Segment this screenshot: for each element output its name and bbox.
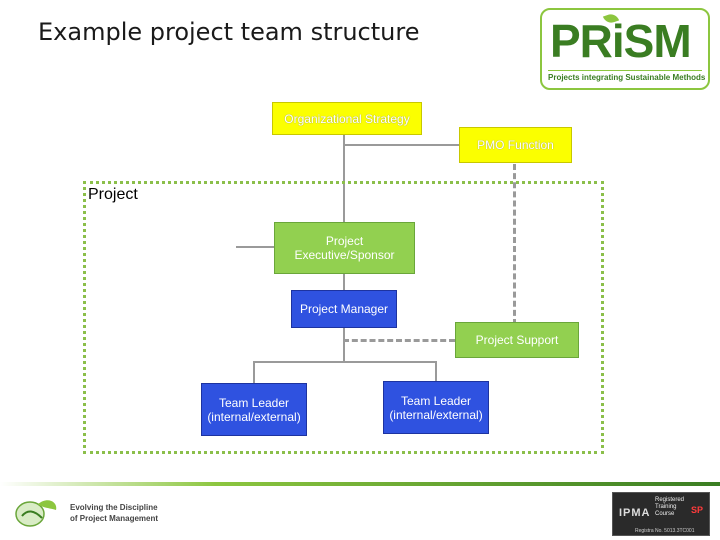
node-pmo-function: PMO Function [459, 127, 572, 163]
spm-line-2: of Project Management [70, 514, 159, 523]
dotted-connector-support [343, 339, 455, 342]
footer [0, 486, 720, 540]
logo-wordmark: PRiSM [550, 15, 692, 67]
ipma-sp: SP [691, 505, 704, 515]
ipma-name: IPMA [619, 507, 651, 519]
spm-tagline: Evolving the Discipline of Project Manag… [70, 502, 158, 524]
dotted-connector-pmo [513, 164, 516, 325]
connector-strategy-down [343, 135, 345, 225]
node-team-leader-2: Team Leader (internal/external) [383, 381, 489, 434]
footer-divider [0, 482, 720, 486]
node-project-board: Project Board [150, 240, 224, 254]
logo-tagline: Projects integrating Sustainable Methods [548, 70, 705, 82]
spm-logo-icon [15, 500, 57, 527]
connector-team-bar [253, 361, 436, 363]
connector-exec-manager [343, 274, 345, 290]
prism-logo: PRiSM Projects integrating Sustainable M… [540, 8, 710, 90]
node-project-support: Project Support [455, 322, 579, 358]
connector-team-left [253, 361, 255, 383]
ipma-number: Registra No. 5013.3TC001 [635, 528, 695, 534]
page-title: Example project team structure [38, 18, 420, 46]
node-project-executive: Project Executive/Sponsor [274, 222, 415, 274]
node-team-leader-1: Team Leader (internal/external) [201, 383, 307, 436]
connector-team-right [435, 361, 437, 381]
spm-line-1: Evolving the Discipline [70, 503, 158, 512]
ipma-badge: IPMA Registered Training Course SP Regis… [612, 492, 710, 536]
node-project-manager: Project Manager [291, 290, 397, 328]
connector-manager-down [343, 328, 345, 362]
project-label: Project [88, 186, 138, 203]
node-organizational-strategy: Organizational Strategy [272, 102, 422, 135]
project-boundary [83, 181, 604, 454]
ipma-registered: Registered Training Course [655, 497, 685, 517]
connector-to-pmo [343, 144, 459, 146]
connector-board-exec [236, 246, 274, 248]
